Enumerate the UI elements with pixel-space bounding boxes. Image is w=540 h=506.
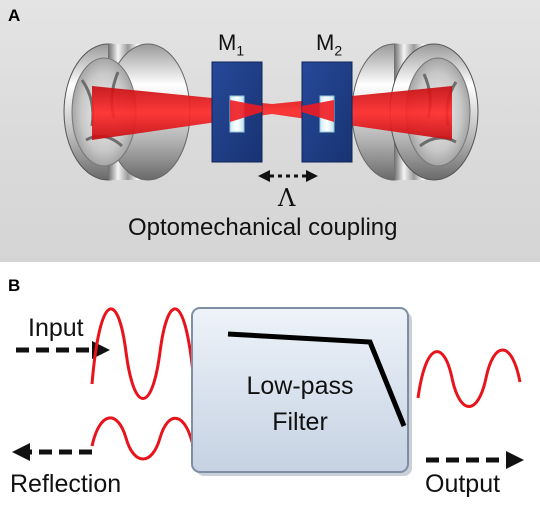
mirror-m2	[301, 61, 353, 163]
filter-label: Low-pass Filter	[230, 368, 370, 440]
spacing-symbol: Λ	[278, 184, 296, 212]
panel-b: B	[0, 270, 540, 506]
reflection-label: Reflection	[10, 470, 122, 498]
laser-beam	[92, 86, 452, 140]
reflection-wave	[90, 416, 196, 461]
panel-b-letter: B	[8, 276, 21, 295]
reflection-arrow	[12, 443, 92, 461]
mirror-m2-label: M2	[316, 30, 342, 58]
output-label: Output	[425, 470, 501, 498]
filter-label-line1: Low-pass	[246, 372, 354, 400]
panel-a-letter: A	[8, 6, 21, 25]
filter-label-line2: Filter	[272, 408, 328, 436]
mirror-m1	[211, 61, 263, 163]
low-pass-filter-box	[191, 307, 412, 476]
panel-a: A	[0, 0, 540, 262]
filter-diagram	[12, 307, 524, 476]
cavity-illustration	[63, 43, 479, 182]
output-arrow	[426, 451, 524, 469]
mirror-m1-label: M1	[218, 30, 244, 58]
mirror-m2-label-sub: 2	[334, 42, 343, 59]
input-label: Input	[28, 314, 84, 342]
filter-response-curve	[227, 331, 407, 427]
mirror-m1-label-sub: 1	[236, 42, 245, 59]
input-wave	[90, 307, 196, 400]
output-wave	[416, 348, 522, 408]
mirror-m1-label-base: M	[218, 30, 237, 55]
spacing-arrow	[258, 170, 318, 182]
mirror-m2-label-base: M	[316, 30, 335, 55]
coupling-caption: Optomechanical coupling	[128, 214, 398, 241]
